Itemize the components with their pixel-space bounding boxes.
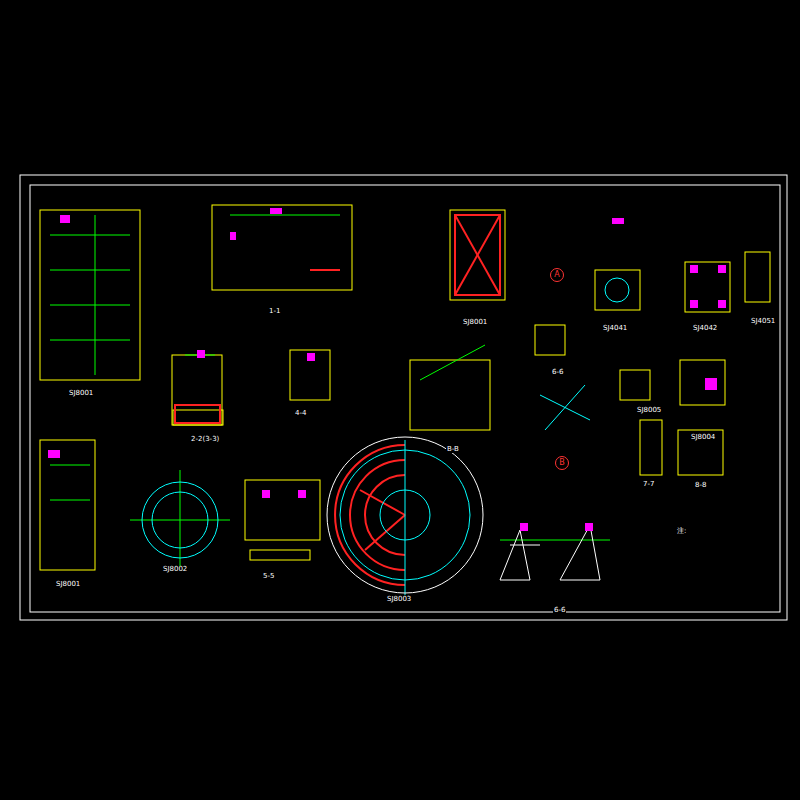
drawing-label: SJ8003 <box>386 596 412 603</box>
drawing-label: SJ8004 <box>690 434 716 441</box>
marker-letter: A <box>550 268 564 282</box>
drawing-label: SJ8001 <box>462 319 488 326</box>
drawing-label: SJ8002 <box>162 566 188 573</box>
drawing-label: 8-8 <box>694 482 707 489</box>
drawing-label: SJ8005 <box>636 407 662 414</box>
drawing-label: 4-4 <box>294 410 307 417</box>
drawing-label: SJ4042 <box>692 325 718 332</box>
drawing-label: SJ4051 <box>750 318 776 325</box>
drawing-label: 注: <box>676 528 687 535</box>
drawing-label: SJ4041 <box>602 325 628 332</box>
drawing-label: B-B <box>446 446 460 453</box>
section-marker: A <box>550 268 564 282</box>
section-marker: B <box>555 456 569 470</box>
drawing-label: 6-6 <box>551 369 564 376</box>
drawing-label: 1-1 <box>268 308 281 315</box>
drawing-label: 5-5 <box>262 573 275 580</box>
drawing-label: SJ8001 <box>68 390 94 397</box>
drawing-label: 2-2(3-3) <box>190 436 220 443</box>
drawing-label: SJ8001 <box>55 581 81 588</box>
marker-letter: B <box>555 456 569 470</box>
drawing-label: 6-6 <box>553 607 566 614</box>
drawing-label: 7-7 <box>642 481 655 488</box>
